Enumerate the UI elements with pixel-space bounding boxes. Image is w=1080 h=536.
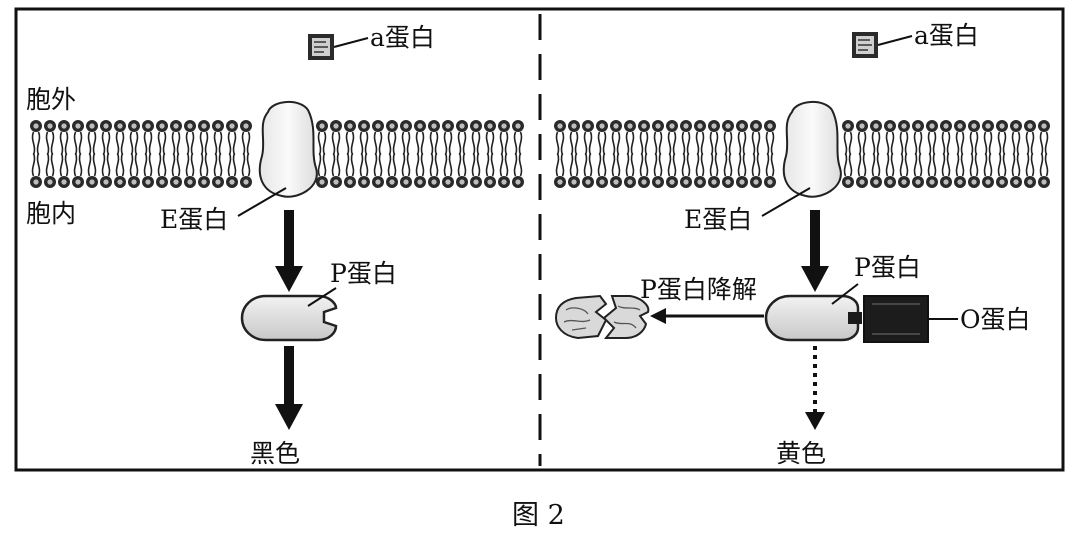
p-degradation-label: P蛋白降解: [640, 275, 757, 304]
p-protein-right-label: P蛋白: [854, 253, 921, 282]
p-protein-left-leader: [307, 287, 337, 307]
p-protein-left-label: P蛋白: [330, 259, 397, 288]
arrow-p-to-degradation-head: [650, 308, 666, 324]
figure-caption: 图 2: [512, 500, 565, 531]
a-protein-left-label: a蛋白: [370, 23, 435, 52]
e-protein-left: [258, 101, 318, 198]
e-protein-right: [782, 101, 842, 198]
membrane-right-segment-1: [553, 119, 777, 189]
e-protein-left-leader: [237, 187, 287, 217]
outside-label: 胞外: [26, 85, 76, 114]
membrane-left-segment-1: [29, 119, 253, 189]
e-protein-right-leader: [761, 187, 811, 217]
degraded-p-protein: [554, 294, 650, 340]
a-protein-right: [852, 32, 878, 58]
p-protein-right-leader: [831, 283, 859, 305]
right-panel: a蛋白 E蛋白 P蛋白 O蛋白 P蛋白降解: [553, 21, 1051, 468]
dotted-arrow-p-to-yellow-head: [805, 412, 825, 430]
a-protein-right-leader: [877, 35, 913, 46]
arrow-e-to-p-right: [801, 210, 829, 292]
left-panel: a蛋白 胞外 胞内 E蛋白 P蛋白 黑色: [26, 23, 525, 468]
inside-label: 胞内: [26, 199, 76, 228]
yellow-result-label: 黄色: [776, 439, 826, 468]
p-protein-right: [764, 294, 860, 342]
a-protein-left-leader: [333, 37, 369, 48]
black-result-label: 黑色: [250, 439, 300, 468]
membrane-left-segment-2: [315, 119, 525, 189]
arrow-e-to-p-left: [275, 210, 303, 292]
e-protein-right-label: E蛋白: [684, 205, 752, 234]
arrow-p-to-black: [275, 346, 303, 430]
e-protein-left-label: E蛋白: [160, 205, 228, 234]
o-protein-label: O蛋白: [960, 305, 1031, 334]
a-protein-left: [308, 34, 334, 60]
p-protein-left: [240, 294, 338, 342]
membrane-right-segment-2: [841, 119, 1051, 189]
o-protein: [848, 295, 929, 343]
a-protein-right-label: a蛋白: [914, 21, 979, 50]
figure-frame: [14, 7, 1065, 472]
